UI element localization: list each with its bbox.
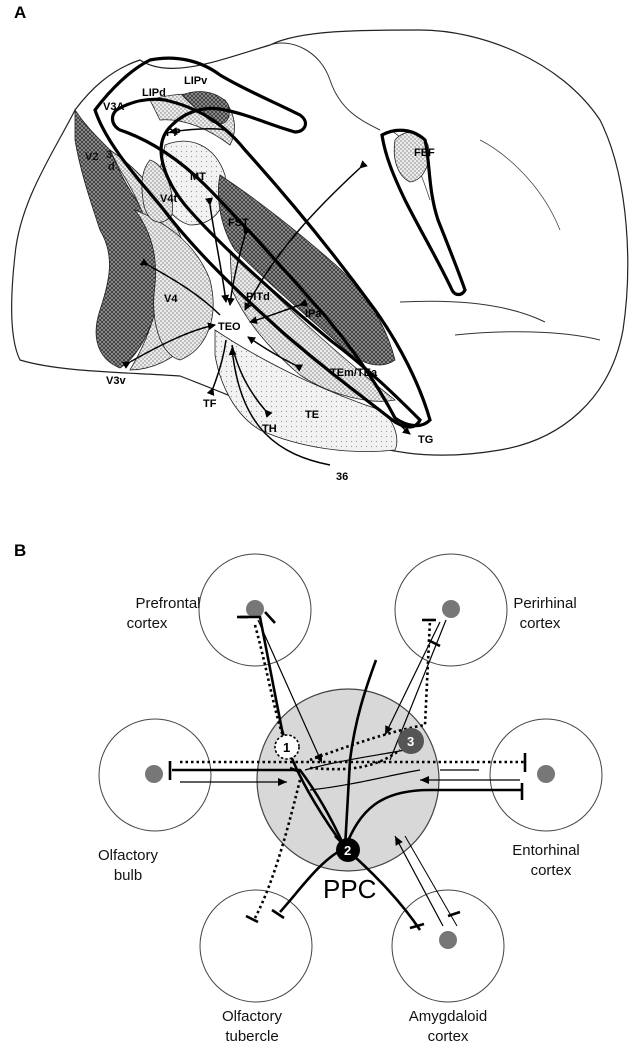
- label-perirhinal-2: cortex: [520, 615, 561, 632]
- label-prefrontal-2: cortex: [127, 615, 168, 632]
- perirhinal-neuron: [442, 600, 460, 618]
- label-amygdaloid-1: Amygdaloid: [409, 1008, 487, 1025]
- label-mt: MT: [190, 171, 206, 183]
- ppc-neuron-3-label: 3: [407, 734, 414, 749]
- label-v4: V4: [164, 293, 178, 305]
- panel-b-label: B: [14, 541, 26, 560]
- ppc-neuron-1-label: 1: [283, 740, 290, 755]
- label-olfactory-bulb-1: Olfactory: [98, 847, 159, 864]
- label-vd: d: [108, 161, 115, 173]
- label-entorhinal-2: cortex: [531, 862, 572, 879]
- label-fef: FEF: [414, 147, 435, 159]
- ppc-neuron-2-label: 2: [344, 843, 351, 858]
- region-olfactory-bulb: [98, 718, 212, 832]
- panel-a-label: A: [14, 3, 26, 22]
- region-prefrontal: [198, 553, 312, 667]
- amygdaloid-neuron: [439, 931, 457, 949]
- label-v3a: V3A: [103, 101, 124, 113]
- label-th: TH: [262, 423, 277, 435]
- label-olfactory-tubercle-1: Olfactory: [222, 1008, 283, 1025]
- prefrontal-neuron: [246, 600, 264, 618]
- label-lipv: LIPv: [184, 75, 208, 87]
- label-prefrontal-1: Prefrontal: [135, 595, 200, 612]
- anatomical-connection-arrows: [121, 127, 411, 466]
- ppc-neuron-2: 2: [336, 838, 360, 862]
- region-perirhinal: [394, 553, 508, 667]
- label-36: 36: [336, 471, 348, 483]
- ppc-neuron-3: 3: [398, 728, 424, 754]
- ppc-neuron-1: 1: [274, 734, 300, 760]
- label-tf: TF: [203, 398, 217, 410]
- label-perirhinal-1: Perirhinal: [513, 595, 576, 612]
- label-te: TE: [305, 409, 319, 421]
- ventral-stream-outline: [110, 97, 432, 428]
- label-olfactory-tubercle-2: tubercle: [225, 1028, 278, 1045]
- area-labels: V3A LIPd LIPv PP V2 3 d MT V4t FST FEF V…: [85, 75, 435, 483]
- region-entorhinal: [489, 718, 603, 832]
- label-v2: V2: [85, 151, 98, 163]
- label-teo: TEO: [218, 321, 241, 333]
- label-v3: 3: [106, 149, 112, 161]
- label-v4t: V4t: [160, 193, 177, 205]
- label-pitd: PITd: [246, 291, 270, 303]
- region-labels: Prefrontal cortex Perirhinal cortex Olfa…: [98, 595, 580, 1045]
- label-olfactory-bulb-2: bulb: [114, 867, 142, 884]
- region-olfactory-tubercle: [199, 889, 313, 1003]
- ppc-label: PPC: [323, 874, 376, 904]
- label-lipd: LIPd: [142, 87, 166, 99]
- frontal-eye-field-outline: [380, 128, 467, 297]
- olfactory-bulb-neuron: [145, 765, 163, 783]
- synaptic-terminal-bars: [168, 611, 527, 930]
- label-pp: PP: [166, 127, 181, 139]
- label-v3v: V3v: [106, 375, 126, 387]
- label-tg: TG: [418, 434, 433, 446]
- label-ipa: IPa: [305, 308, 322, 320]
- region-amygdaloid: [391, 889, 505, 1003]
- label-tem-tea: TEm/TEa: [330, 367, 378, 379]
- label-entorhinal-1: Entorhinal: [512, 842, 580, 859]
- entorhinal-neuron: [537, 765, 555, 783]
- label-fst: FST: [228, 217, 249, 229]
- label-amygdaloid-2: cortex: [428, 1028, 469, 1045]
